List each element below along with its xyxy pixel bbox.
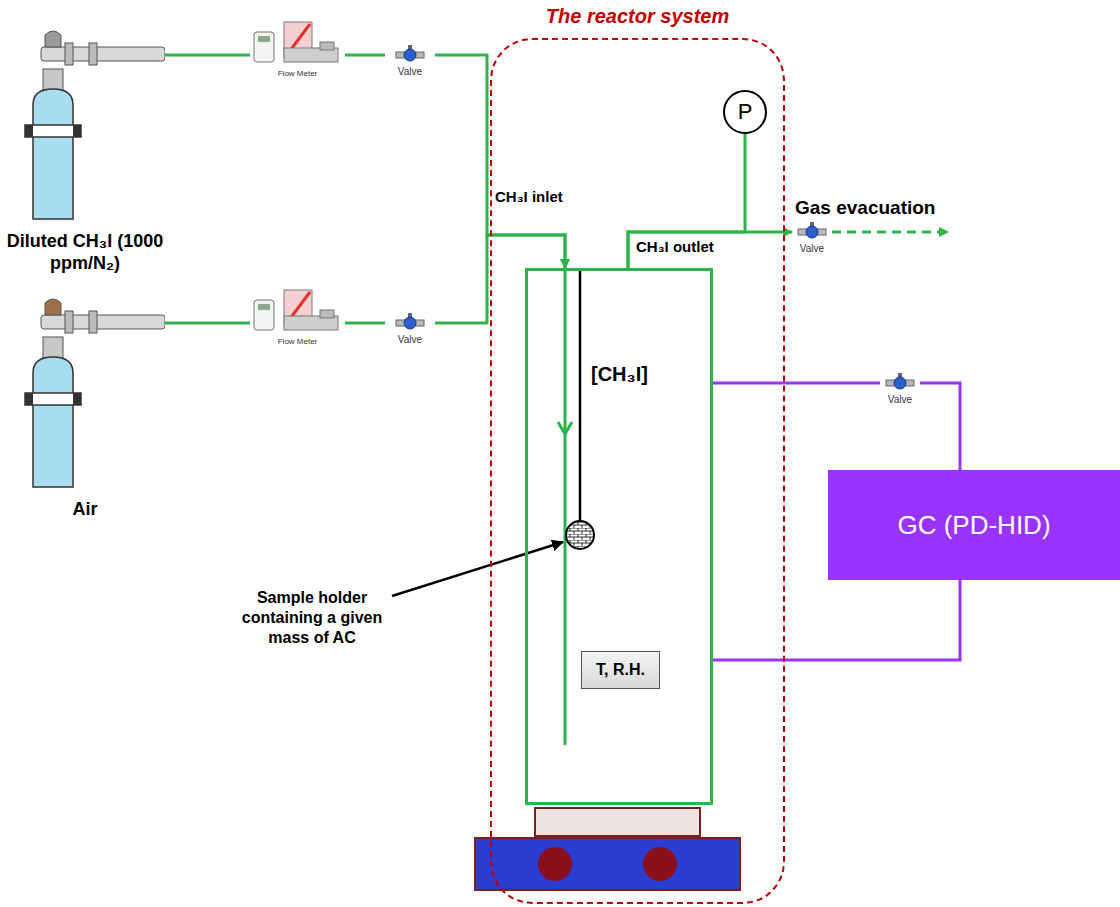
node-text: T, R.H.: [596, 661, 645, 679]
pipe-connector: [345, 322, 385, 325]
node-text: Valve: [792, 243, 832, 255]
node-text: Valve: [385, 334, 435, 346]
reactor-vessel: [CH₃I] T, R.H.: [525, 268, 713, 805]
node-text: Air: [5, 499, 165, 521]
holder-rod: [579, 270, 582, 521]
gas-cylinder-node: Diluted CH₃I (1000 ppm/N₂): [5, 25, 165, 274]
pipe-connector: [920, 383, 960, 470]
node-text: Valve: [385, 66, 435, 78]
pipe-connector: [345, 54, 385, 57]
node-text: Diluted CH₃I (1000 ppm/N₂): [5, 231, 165, 274]
valve-icon: [792, 222, 832, 242]
pipe-connector: [165, 54, 250, 57]
valve-icon: [880, 373, 920, 393]
node-text: Flow Meter: [250, 69, 345, 79]
valve: Valve: [385, 313, 435, 346]
node-text: Flow Meter: [250, 337, 345, 347]
pipe-connector: [628, 232, 792, 268]
valve: Valve: [792, 222, 832, 255]
gas-cylinder-node: Air: [5, 293, 165, 521]
line-label: CH₃I inlet: [495, 188, 563, 207]
line-label: Gas evacuation: [795, 196, 935, 220]
heater-knob: [643, 847, 677, 881]
valve-icon: [385, 313, 435, 333]
vessel-base: [535, 808, 700, 836]
node-text: [CH₃I]: [591, 363, 648, 386]
flow-arrow: [558, 422, 572, 434]
heater-knob: [538, 847, 572, 881]
flow-meter: Flow Meter: [250, 286, 345, 347]
line-label: CH₃I outlet: [636, 238, 714, 257]
node-text: P: [738, 99, 753, 125]
reactor-region: The reactor systemP[CH₃I]T, R.H.: [490, 38, 785, 904]
node-text: The reactor system: [492, 5, 783, 28]
gc-instrument: GC (PD-HID): [828, 470, 1120, 580]
gas-cylinder: [5, 25, 165, 225]
sensor-box: T, R.H.: [581, 651, 660, 689]
sample-holder: [566, 521, 594, 549]
pressure-gauge: P: [723, 90, 767, 134]
valve: Valve: [385, 45, 435, 78]
node-text: Valve: [880, 394, 920, 406]
leader-arrow: [392, 542, 563, 596]
flow-meter: Flow Meter: [250, 18, 345, 79]
callout-label: Sample holder containing a given mass of…: [222, 588, 402, 648]
evacuation-arrow: [832, 231, 948, 234]
pipe-connector: [713, 580, 960, 660]
pipe-connector: [713, 382, 880, 385]
node-text: GC (PD-HID): [897, 510, 1050, 541]
flow-meter-icon: [250, 18, 345, 68]
valve: Valve: [880, 373, 920, 406]
gas-cylinder: [5, 293, 165, 493]
pipe-connector: [165, 322, 250, 325]
stirrer-heater: [475, 838, 740, 890]
pipe-connector: [435, 235, 565, 323]
pipe-connector: [628, 134, 745, 268]
inlet-tube: [564, 268, 567, 745]
valve-icon: [385, 45, 435, 65]
flow-meter-icon: [250, 286, 345, 336]
